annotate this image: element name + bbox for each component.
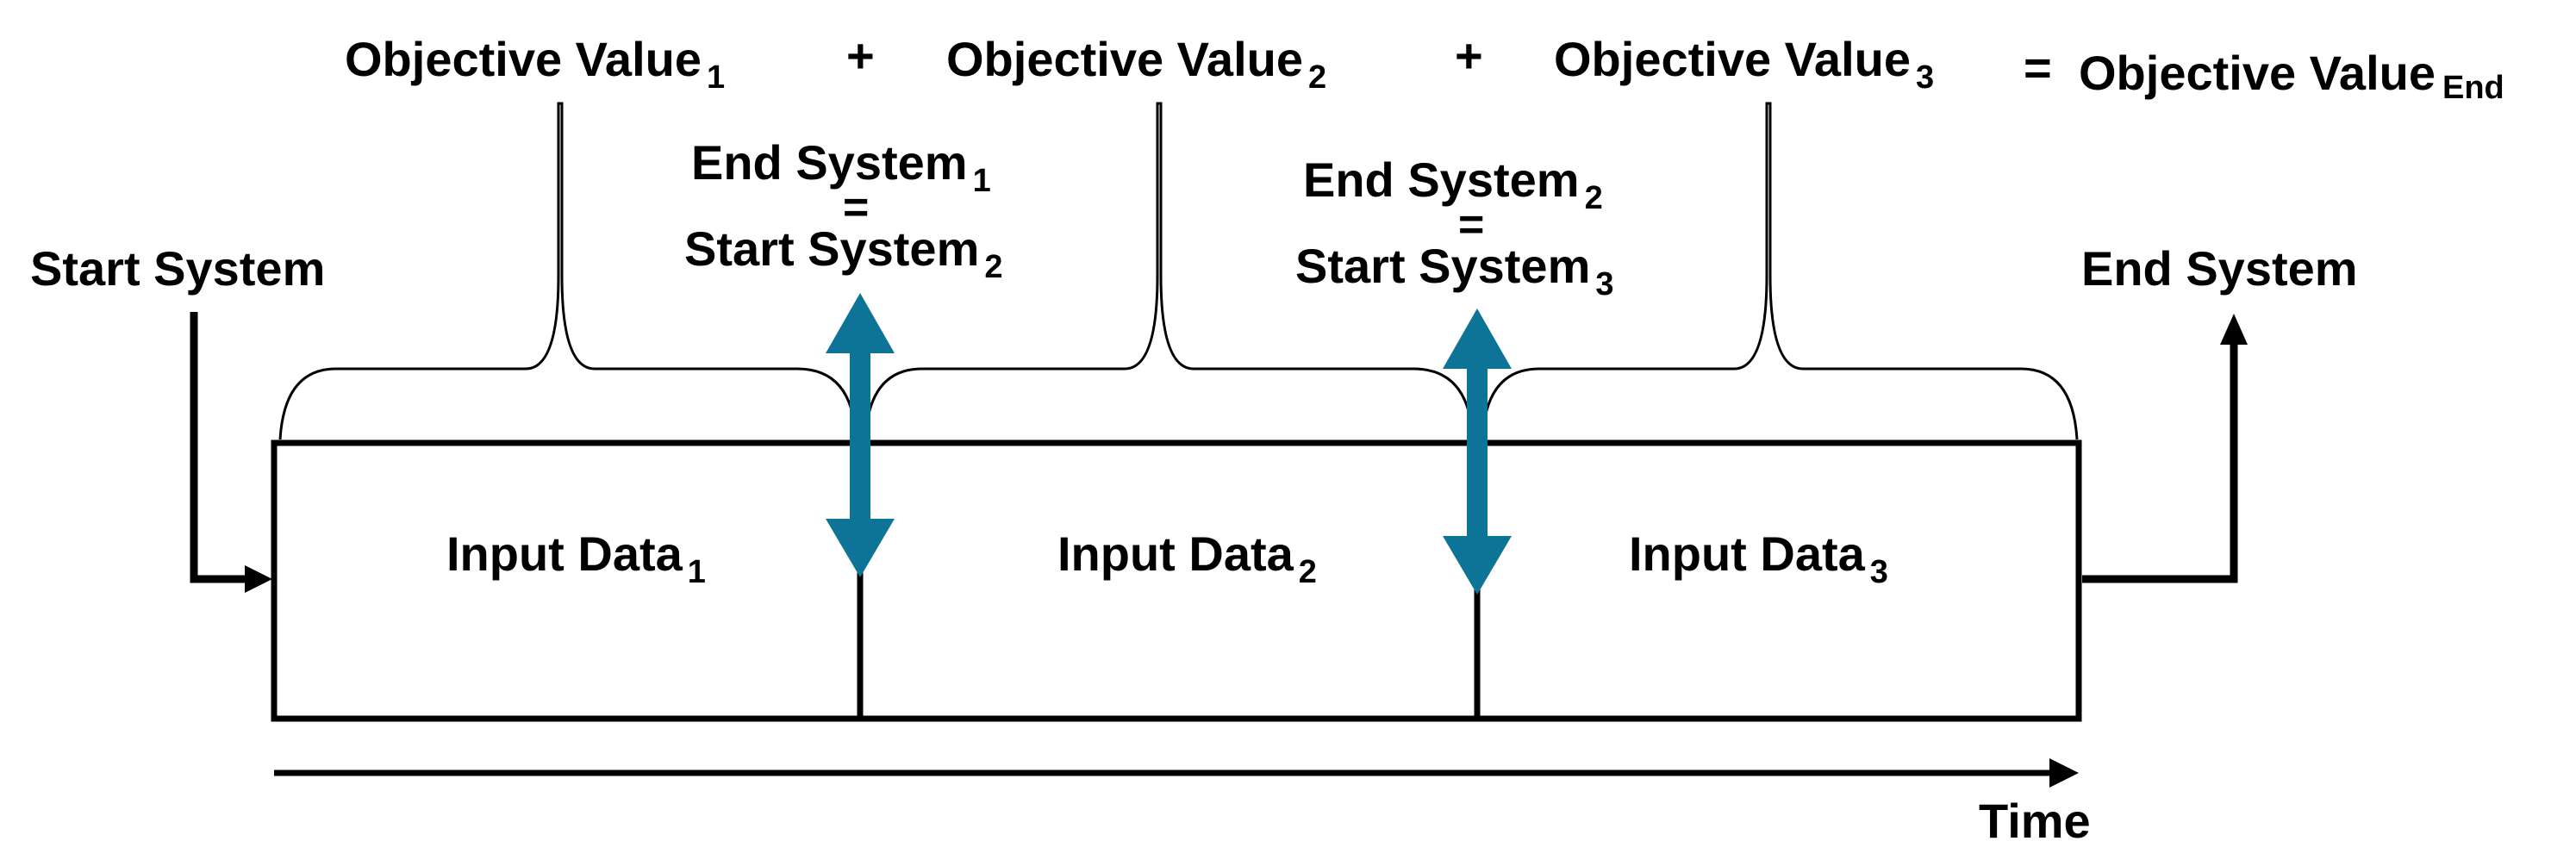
time-axis-arrowhead <box>2049 758 2079 788</box>
plus-sign-1: + <box>846 28 875 83</box>
timeline-box <box>271 439 2082 722</box>
time-label: Time <box>1979 794 2091 848</box>
start-system-label: Start System <box>30 241 325 296</box>
end-system-label: End System <box>2081 241 2358 296</box>
brace-segment-2 <box>864 102 1475 440</box>
brace-segment-3 <box>1481 102 2079 440</box>
boundary-1-equals: = <box>843 183 869 233</box>
end-system-arrow <box>2082 340 2238 583</box>
plus-sign-2: + <box>1455 28 1483 83</box>
exchange-arrow-2 <box>1443 308 1512 595</box>
exchange-arrow-1 <box>826 293 895 577</box>
start-arrow-head <box>245 565 272 593</box>
end-arrow-head <box>2220 314 2248 345</box>
equals-sign: = <box>2024 40 2052 95</box>
boundary-2-equals: = <box>1458 200 1484 250</box>
brace-segment-1 <box>278 102 858 440</box>
start-system-arrow <box>190 312 259 583</box>
